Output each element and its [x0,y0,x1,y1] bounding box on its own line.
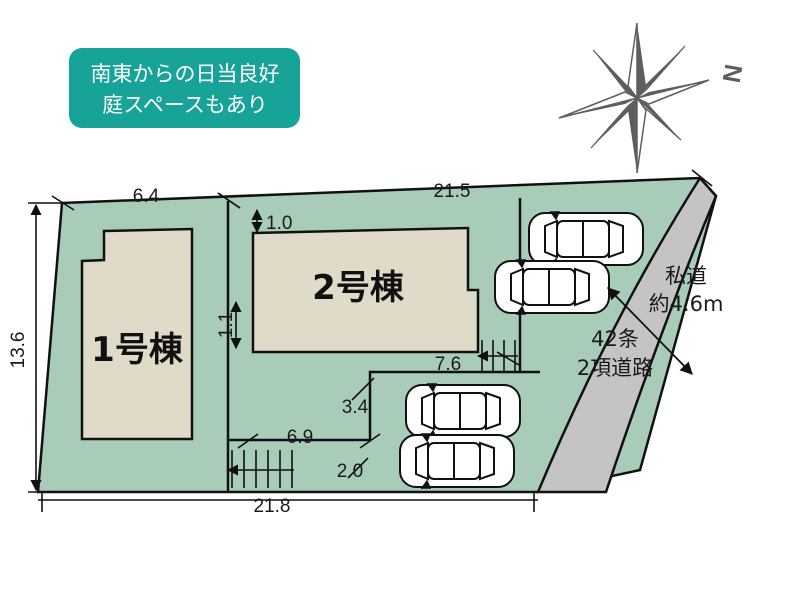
car-1 [528,211,644,267]
building-1: 1号棟 [80,227,194,441]
building-1-label: 1号棟 [91,330,184,370]
dim-parking: 7.6 [435,354,461,375]
feature-badge: 南東からの日当良好 庭スペースもあり [69,48,300,128]
dim-top-left: 6.4 [133,186,160,207]
stairs-lot1 [231,450,293,488]
road-name-line2: 約4.6m [649,292,724,316]
dim-top-right: 21.5 [434,181,471,202]
badge-line-2: 庭スペースもあり [102,93,267,117]
dim-gap: 1.1 [216,312,237,338]
dim-bldg1-lower: 6.9 [287,427,313,448]
dim-bottom: 21.8 [254,496,291,517]
car-3 [405,383,521,439]
dim-setback-top: 1.0 [266,213,292,234]
road-name-line1: 私道 [665,264,707,288]
car-4 [399,433,515,489]
dim-left: 13.6 [8,332,29,369]
compass-north-label: N [717,62,748,85]
building-2: 2号棟 [251,226,480,354]
car-2 [494,259,610,315]
badge-line-1: 南東からの日当良好 [91,62,280,86]
compass-rose-icon [558,22,710,174]
road-type-line1: 42条 [591,327,639,351]
dim-path: 2.0 [337,461,363,482]
road-type-line2: 2項道路 [577,356,653,380]
dim-yard: 3.4 [342,397,369,418]
dimension-labels: 6.4 21.5 13.6 1.0 1.1 7.6 3.4 6.9 2.0 21… [8,181,470,517]
building-2-label: 2号棟 [312,268,405,308]
road-labels: 私道 約4.6m 42条 2項道路 [577,264,724,380]
dimension-lines [28,169,713,512]
